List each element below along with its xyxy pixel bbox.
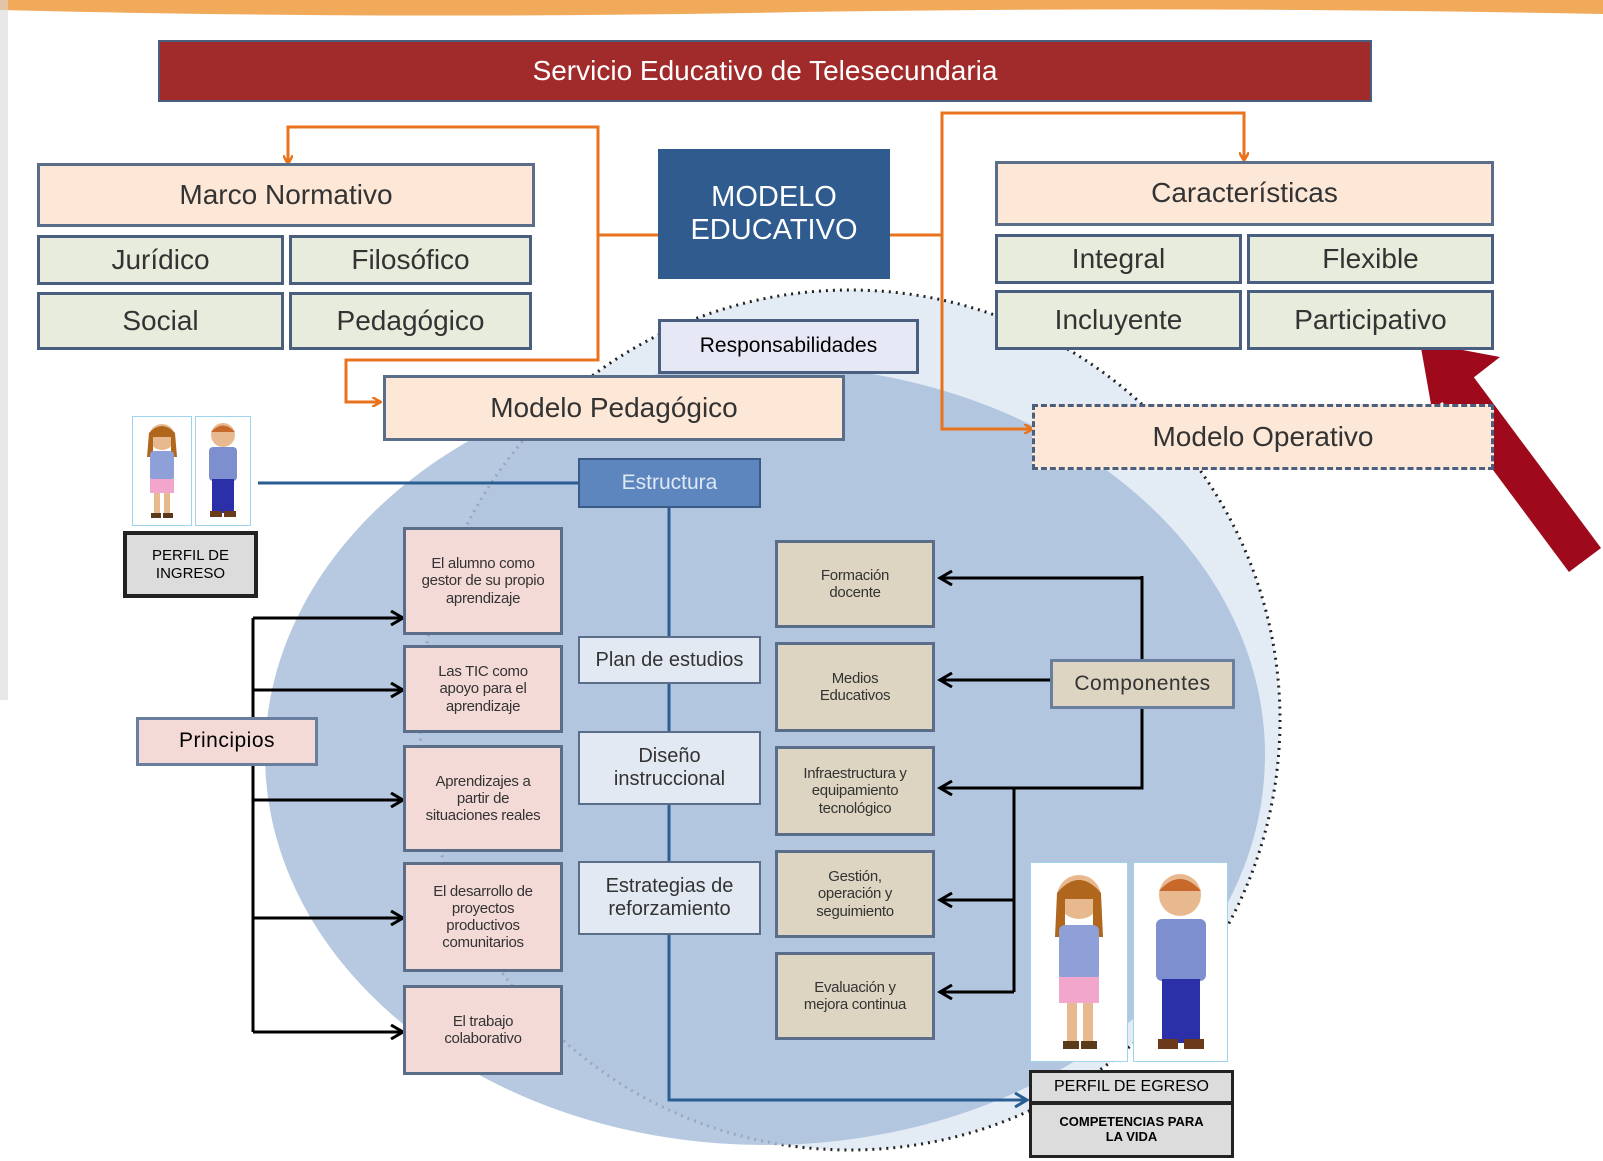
estructura-box: Estructura [578, 458, 761, 508]
modelo-pedagogico-box: Modelo Pedagógico [383, 375, 845, 441]
componente-item-label: Formación docente [820, 566, 890, 601]
connector-estructura-egreso [667, 504, 1027, 1100]
connector-modelo-pedagogico [344, 235, 600, 402]
competencias-label: COMPETENCIAS PARA LA VIDA [1059, 1114, 1204, 1144]
perfil-egreso-box: PERFIL DE EGRESO [1029, 1070, 1234, 1104]
principio-item-label: El alumno como gestor de su propio apren… [421, 555, 545, 607]
estructura-label: Estructura [621, 470, 718, 494]
responsabilidades-box: Responsabilidades [658, 319, 919, 374]
estructura-item-label: Estrategias de reforzamiento [605, 875, 734, 920]
caracteristicas-box: Características [995, 161, 1494, 226]
principios-box: Principios [136, 717, 318, 766]
principio-item-label: Aprendizajes a partir de situaciones rea… [425, 772, 541, 825]
principio-item: Aprendizajes a partir de situaciones rea… [403, 745, 563, 852]
perfil-ingreso-box: PERFIL DE INGRESO [123, 531, 258, 598]
componente-item-label: Evaluación y mejora continua [803, 978, 907, 1013]
graduate-girl-image [1030, 862, 1128, 1062]
orange-swoosh [0, 0, 1603, 16]
caracteristica-item-label: Integral [1071, 242, 1166, 274]
student-girl-image [132, 416, 192, 526]
competencias-box: COMPETENCIAS PARA LA VIDA [1029, 1104, 1234, 1158]
componente-item-label: Gestión, operación y seguimiento [816, 868, 894, 920]
caracteristica-item-integral: Integral [995, 234, 1242, 284]
marco-item-label: Filosófico [351, 243, 470, 275]
principios-label: Principios [178, 729, 276, 753]
principio-item-label: Las TIC como apoyo para el aprendizaje [438, 663, 528, 715]
marco-item-pedagogico: Pedagógico [289, 292, 532, 350]
title-bar: Servicio Educativo de Telesecundaria [158, 40, 1372, 102]
boy-figure-icon [1156, 874, 1206, 1049]
principio-item: El desarrollo de proyectos productivos c… [403, 862, 563, 972]
connector-modelo-operativo [940, 235, 1032, 429]
estructura-item-estrategias: Estrategias de reforzamiento [578, 861, 761, 935]
student-boy-image [195, 416, 251, 526]
modelo-educativo-label: MODELO EDUCATIVO [690, 180, 858, 246]
marco-normativo-title: Marco Normativo [179, 178, 393, 210]
componente-item: Evaluación y mejora continua [775, 952, 935, 1040]
caracteristica-item-label: Flexible [1322, 242, 1419, 274]
title-text: Servicio Educativo de Telesecundaria [532, 54, 998, 86]
connector-modelo-marco [288, 125, 658, 237]
componente-item: Gestión, operación y seguimiento [775, 850, 935, 938]
principio-item: El alumno como gestor de su propio apren… [403, 527, 563, 635]
caracteristica-item-label: Incluyente [1054, 303, 1183, 335]
modelo-operativo-label: Modelo Operativo [1152, 420, 1374, 452]
big-red-arrow [1420, 342, 1602, 572]
girl-figure-icon [1055, 875, 1103, 1049]
principio-item: Las TIC como apoyo para el aprendizaje [403, 645, 563, 733]
principio-item: El trabajo colaborativo [403, 985, 563, 1075]
estructura-item-label: Plan de estudios [595, 648, 744, 671]
componentes-box: Componentes [1050, 659, 1235, 709]
principio-item-label: El desarrollo de proyectos productivos c… [433, 882, 533, 952]
responsabilidades-label: Responsabilidades [699, 334, 878, 358]
marco-item-social: Social [37, 292, 284, 350]
left-edge-bar [0, 0, 8, 700]
modelo-operativo-box: Modelo Operativo [1032, 404, 1494, 470]
caracteristicas-title: Características [1151, 177, 1338, 209]
estructura-item-label: Diseño instruccional [613, 745, 726, 790]
principio-item-label: El trabajo colaborativo [444, 1012, 522, 1047]
componente-item-label: Infraestructura y equipamiento tecnológi… [803, 765, 907, 817]
caracteristica-item-label: Participativo [1294, 303, 1447, 335]
componente-item: Medios Educativos [775, 642, 935, 732]
componente-item: Formación docente [775, 540, 935, 628]
componentes-label: Componentes [1074, 671, 1211, 695]
caracteristica-item-participativo: Participativo [1247, 290, 1494, 350]
graduate-boy-image [1133, 862, 1228, 1062]
marco-normativo-box: Marco Normativo [37, 163, 535, 227]
perfil-ingreso-label: PERFIL DE INGRESO [152, 547, 229, 582]
estructura-item-plan: Plan de estudios [578, 636, 761, 684]
caracteristica-item-flexible: Flexible [1247, 234, 1494, 284]
perfil-egreso-label: PERFIL DE EGRESO [1054, 1077, 1209, 1095]
componente-item-label: Medios Educativos [819, 669, 891, 704]
modelo-pedagogico-label: Modelo Pedagógico [490, 391, 738, 423]
marco-item-label: Jurídico [111, 243, 210, 275]
connector-modelo-caracteristicas [890, 111, 1244, 237]
componente-item: Infraestructura y equipamiento tecnológi… [775, 746, 935, 836]
caracteristica-item-incluyente: Incluyente [995, 290, 1242, 350]
girl-figure-icon [147, 424, 177, 518]
marco-item-filosofico: Filosófico [289, 235, 532, 285]
modelo-educativo-box: MODELO EDUCATIVO [658, 149, 890, 279]
marco-item-label: Social [122, 304, 199, 336]
boy-figure-icon [209, 423, 237, 517]
estructura-item-diseno: Diseño instruccional [578, 731, 761, 805]
marco-item-label: Pedagógico [336, 304, 485, 336]
marco-item-juridico: Jurídico [37, 235, 284, 285]
